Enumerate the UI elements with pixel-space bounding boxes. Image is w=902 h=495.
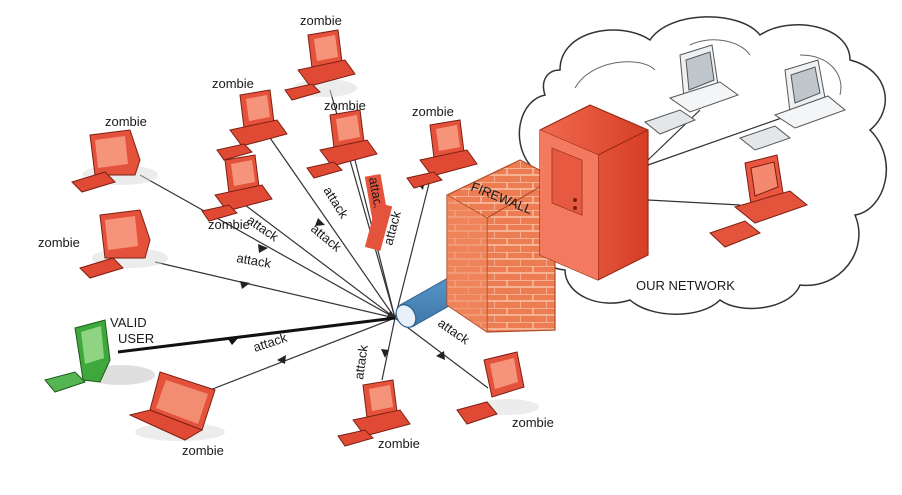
zombie-label-mid-left: zombie: [208, 217, 250, 232]
zombie-label-left-mid: zombie: [38, 235, 80, 250]
attack-highlight-2: [364, 202, 393, 251]
valid-user-label-2: USER: [118, 331, 154, 346]
valid-user-label-1: VALID: [110, 315, 147, 330]
zombie-computer-upper-left: [216, 89, 288, 161]
server-tower: [539, 104, 649, 281]
zombie-computer-bottom-mid: [337, 379, 411, 447]
network-label: OUR NETWORK: [636, 278, 735, 293]
zombie-computer-bottom-right: [456, 351, 539, 425]
zombie-label-upper-left: zombie: [212, 76, 254, 91]
zombie-label-top: zombie: [300, 13, 342, 28]
attack-label-2: attack: [308, 221, 345, 255]
zombie-label-bottom-mid: zombie: [378, 436, 420, 451]
valid-user-connection: [117, 316, 396, 354]
zombie-computer-left-mid: [79, 209, 168, 279]
zombie-computer-upper-right: [406, 119, 478, 189]
valid-user-computer: [44, 319, 155, 393]
zombie-computer-top: [284, 29, 357, 101]
attack-label-9: attack: [435, 315, 472, 347]
zombie-label-laptop: zombie: [182, 443, 224, 458]
zombie-computer-upper-mid: [306, 109, 378, 179]
zombie-label-left-top: zombie: [105, 114, 147, 129]
zombie-label-upper-right: zombie: [412, 104, 454, 119]
attack-label-3: attack: [320, 184, 351, 222]
network-pc-3-zombie: [709, 154, 809, 248]
attack-label-8: attack: [351, 343, 371, 380]
zombie-label-bottom-right: zombie: [512, 415, 554, 430]
zombie-computer-upper-left-2: [201, 154, 273, 222]
firewall-wall: [446, 159, 556, 333]
network-pc-1: [643, 44, 740, 135]
attack-label-6: attack: [235, 250, 272, 271]
zombie-label-upper-mid: zombie: [324, 98, 366, 113]
zombie-laptop: [128, 371, 225, 441]
network-pc-2: [738, 59, 846, 151]
zombie-computer-left-top: [71, 129, 158, 193]
